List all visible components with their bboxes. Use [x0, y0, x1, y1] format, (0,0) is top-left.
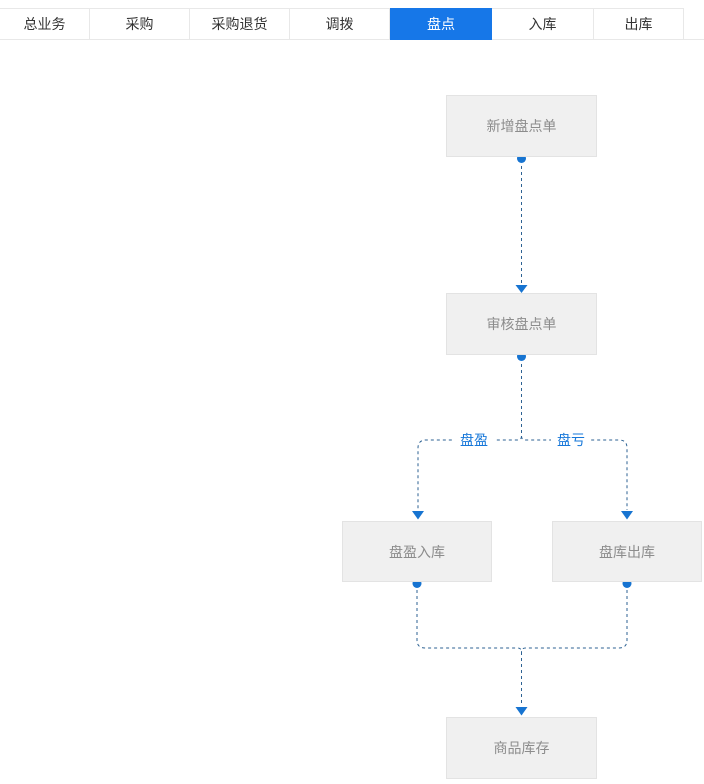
flow-node-loss-outbound[interactable]: 盘库出库 — [552, 521, 702, 582]
connector-merged-to-stock — [515, 652, 528, 716]
flow-node-audit-stocktake[interactable]: 审核盘点单 — [446, 293, 597, 355]
arrowhead-down-icon — [515, 285, 528, 293]
tab-purchase-return[interactable]: 采购退货 — [190, 8, 290, 40]
branch-label-loss: 盘亏 — [551, 430, 591, 450]
tab-inbound[interactable]: 入库 — [492, 8, 594, 40]
tab-transfer[interactable]: 调拨 — [290, 8, 390, 40]
connector-new-to-audit — [515, 154, 528, 293]
connector-surplus-to-stock — [412, 579, 522, 653]
flow-node-surplus-inbound[interactable]: 盘盈入库 — [342, 521, 492, 582]
arrowhead-down-icon — [412, 511, 424, 520]
flow-node-new-stocktake[interactable]: 新增盘点单 — [446, 95, 597, 157]
tab-outbound[interactable]: 出库 — [594, 8, 684, 40]
flow-node-goods-stock[interactable]: 商品库存 — [446, 717, 597, 779]
arrowhead-down-icon — [621, 511, 633, 520]
connector-loss-to-stock — [521, 579, 632, 653]
branch-label-surplus: 盘盈 — [454, 430, 494, 450]
connector-audit-to-branch — [517, 352, 526, 436]
tab-general-business[interactable]: 总业务 — [0, 8, 90, 40]
tabbar-filler — [684, 8, 704, 40]
tab-stocktake[interactable]: 盘点 — [390, 8, 492, 40]
arrowhead-down-icon — [515, 707, 528, 716]
tab-purchase[interactable]: 采购 — [90, 8, 190, 40]
business-tabbar: 总业务 采购 采购退货 调拨 盘点 入库 出库 — [0, 8, 704, 40]
